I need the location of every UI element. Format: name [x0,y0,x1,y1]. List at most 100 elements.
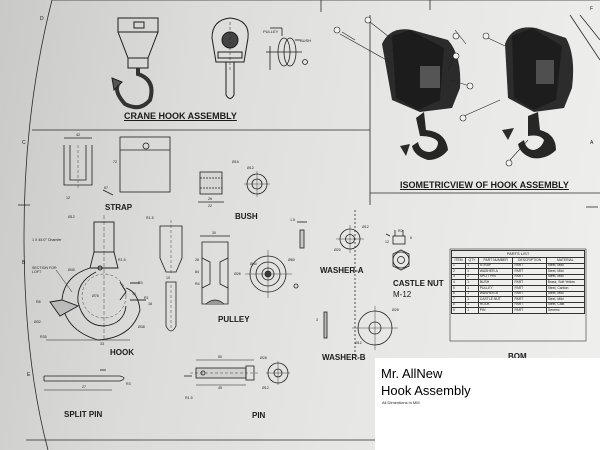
dim-text: 26 [208,197,212,201]
title-block: Mr. AllNew Hook Assembly All Dimentions … [375,358,600,450]
bom-cell: 3 [450,273,467,281]
border-letter: A [590,140,594,146]
pulley-title: PULLEY [218,315,250,324]
dim-text: Ø26 [234,272,241,276]
dim-text: Ø76 [92,294,99,298]
dim-text: 30 [212,231,216,235]
bom-cell: Steel, Mild [545,296,586,303]
strap-title: STRAP [105,203,133,212]
hook-title: HOOK [110,348,134,357]
border-letter: D [40,16,44,22]
dim-text: Ø28 [260,356,267,360]
isometric-view-title: ISOMETRICVIEW OF HOOK ASSEMBLY [400,180,569,190]
dim-text: 12 [385,240,389,244]
dim-text: 12 [66,196,70,200]
bom-cell: Generic [545,307,586,314]
border-letter: E [27,372,31,378]
dim-text: 3 [316,318,318,322]
dim-text: Ø12 [262,386,269,390]
dim-text: R8 [36,300,41,304]
dim-text: R2 [398,229,403,233]
pin-drawing [184,359,290,386]
drawing-author: Mr. AllNew [381,366,443,381]
washer-b-drawing [323,306,398,350]
bom-cell: 5 [450,285,467,292]
dim-text: R35 [40,335,47,339]
isometric-hook-right [502,27,574,159]
pulley-drawing [200,235,299,305]
dim-text: Ø60 [288,258,295,262]
dim-text: 72 [113,160,117,164]
bom-cell: Brass, Soft Yellow [545,279,586,286]
assembly-callout-bush: BUSH [300,38,312,43]
dim-text: R3 [138,281,143,285]
dim-text: 67 [104,186,108,190]
assembly-front-view [111,17,159,110]
border-letter: F [590,6,594,12]
dim-text: Ø28 [392,308,399,312]
castle-nut-drawing [385,230,410,271]
dim-text: 42 [76,133,80,137]
bom-cell: Steel, Cast [545,301,586,309]
bush-title: BUSH [235,212,258,221]
bom-cell: 1 [450,262,467,270]
bom-cell: PIN [477,307,514,314]
dim-text: 50 [218,355,222,359]
bom-col-header: ITEM [450,257,467,264]
border-letter: C [22,140,26,146]
bom-cell: 6 [450,290,467,298]
bom-title: BOM [508,352,527,361]
dim-text: Ø12 [355,341,362,345]
bom-cell: Steel, Carbon [545,285,586,292]
bom-cell: 8 [450,301,467,309]
dim-text: 22 [208,204,212,208]
isometric-hook-left [382,29,461,160]
bom-cell: Steel, Mild [545,268,586,275]
split-pin-drawing [43,369,125,391]
bom-cell: 2 [450,268,467,275]
castle-nut-title: CASTLE NUT [393,279,444,288]
dim-text: Ø38 [138,325,145,329]
isometric-balloons [333,16,513,167]
bom-cell: 4 [450,279,467,286]
bom-cell: 7 [450,296,467,303]
crane-hook-assembly-title: CRANE HOOK ASSEMBLY [124,111,237,121]
border-letter: B [22,260,26,266]
bom-col-header: MATERIAL [545,257,586,264]
bom-cell: Steel, Mild [545,273,586,281]
dim-text: 84 [195,270,199,274]
dim-text: 27 [82,385,86,389]
dim-text: 45 [218,386,222,390]
dim-text: 10 [166,276,170,280]
bom-cell: Steel, Mild [545,290,586,298]
dim-text: Ø12 [362,225,369,229]
dim-text: R1.5 [146,216,154,220]
hook-shank-detail [159,220,183,332]
dim-text: R4 [195,282,200,286]
split-pin-title: SPLIT PIN [64,410,103,419]
dim-text: Ø16 [232,160,239,164]
strap-drawing [63,136,171,196]
hook-drawing [46,215,146,341]
dim-text: 1 X 45.0° Chamfer [32,238,62,242]
dim-text: R3 [126,382,131,386]
dim-text: R1.5 [185,396,193,400]
units-note: All Dimentions in MM [382,400,420,405]
assembly-exploded-view [266,27,308,70]
dim-text: R1.5 [118,258,126,262]
washer-a-drawing [297,221,364,253]
pin-title: PIN [252,411,266,420]
washer-a-title: WASHER-A [320,266,364,275]
dim-text: Ø40 [68,268,75,272]
